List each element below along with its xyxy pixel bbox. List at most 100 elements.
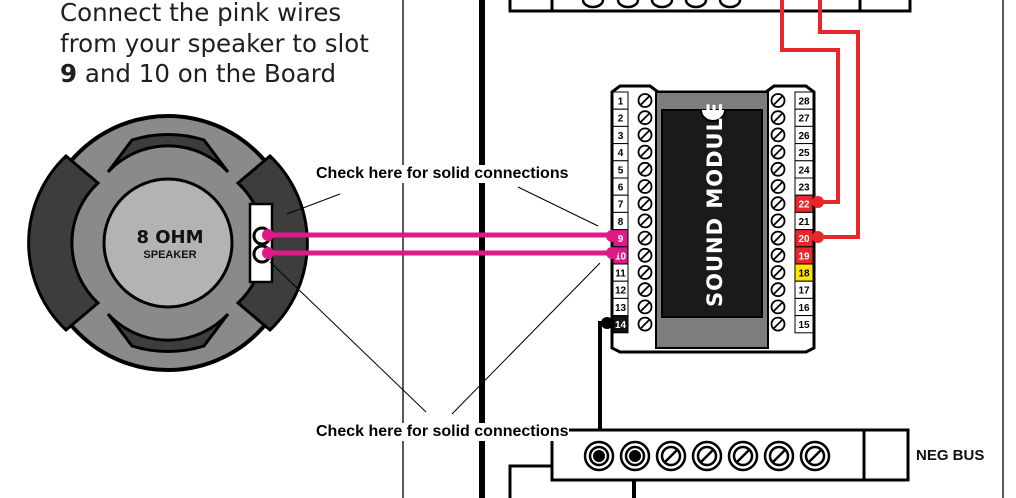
- bus-screw: [763, 440, 795, 472]
- instruction-line-3-rest: and 10 on the Board: [77, 59, 336, 88]
- pin-label: 19: [798, 251, 810, 262]
- screw-terminal: [770, 282, 786, 298]
- pin-2: 2: [612, 108, 629, 127]
- pin-label: 7: [618, 200, 624, 211]
- screw-terminal: [637, 282, 653, 298]
- instruction-line-2: from your speaker to slot: [60, 28, 369, 58]
- pin-label: 18: [798, 269, 810, 280]
- screw-terminal: [770, 127, 786, 143]
- pin-label: 9: [618, 234, 624, 245]
- pin-20-dot: [812, 231, 824, 243]
- pin-23: 23: [794, 177, 814, 196]
- bus-screw: [655, 440, 687, 472]
- instruction-line-3: 9 and 10 on the Board: [60, 59, 400, 90]
- speaker-center: [102, 177, 234, 309]
- screw-terminal: [770, 110, 786, 126]
- pin-label: 8: [618, 217, 624, 228]
- pin-label: 10: [615, 251, 627, 262]
- pin-label: 5: [618, 165, 624, 176]
- speaker-label-type: SPEAKER: [143, 249, 196, 261]
- pin-label: 22: [798, 200, 810, 211]
- pin-5: 5: [612, 160, 629, 179]
- screw-terminal: [637, 127, 653, 143]
- neg-bus: [508, 428, 910, 498]
- pin-label: 15: [798, 320, 810, 331]
- neg-bus-label: NEG BUS: [916, 447, 985, 464]
- module-label: SOUND MODULE: [703, 102, 727, 307]
- pin-13: 13: [612, 297, 629, 317]
- bus-screw: [619, 440, 651, 472]
- callout-lines: [269, 186, 601, 415]
- pin-label: 13: [615, 303, 627, 314]
- screw-terminal: [637, 213, 653, 229]
- pin-25: 25: [794, 143, 814, 162]
- screw-terminal: [637, 299, 653, 315]
- screw-terminal: [637, 110, 653, 126]
- pin-10-dot: [606, 247, 618, 259]
- pin-label: 27: [798, 114, 810, 125]
- screw-terminal: [770, 179, 786, 194]
- pin-label: 14: [615, 320, 627, 331]
- pin-20: 20: [794, 229, 814, 248]
- bus-screw: [727, 440, 759, 472]
- pin-28: 28: [794, 91, 814, 110]
- pin-24: 24: [794, 160, 814, 179]
- instructions: Connect the pink wires from your speaker…: [60, 0, 400, 90]
- speaker: 8 OHM SPEAKER: [27, 114, 309, 372]
- pin-label: 12: [615, 286, 627, 297]
- pin-14-dot: [601, 317, 613, 329]
- chip: [661, 109, 763, 318]
- top-terminal-block: [508, 0, 912, 13]
- pin-label: 2: [618, 114, 624, 125]
- pin-label: 21: [798, 217, 810, 228]
- pin-7: 7: [612, 194, 629, 213]
- pin-3: 3: [612, 125, 629, 145]
- screw-terminal: [637, 316, 653, 332]
- pin-17: 17: [794, 280, 814, 299]
- pin-12: 12: [612, 280, 629, 299]
- pin-label: 4: [618, 148, 624, 159]
- pin-14: 14: [612, 315, 629, 334]
- pin-label: 17: [798, 286, 810, 297]
- speaker-label-ohm: 8 OHM: [136, 227, 203, 248]
- screw-terminal: [770, 230, 786, 246]
- pin-label: 28: [798, 97, 810, 108]
- screw-terminal: [770, 144, 786, 160]
- bus-screw: [691, 440, 723, 472]
- pink-wires: [262, 229, 608, 259]
- screw-terminal: [770, 196, 786, 212]
- pin-4: 4: [612, 143, 629, 162]
- bus-screw: [583, 440, 615, 472]
- pin-label: 26: [798, 131, 810, 142]
- instruction-line-1: Connect the pink wires: [60, 0, 342, 27]
- pin-9-dot: [606, 230, 618, 242]
- screw-terminal: [637, 230, 653, 246]
- pin-label: 1: [618, 97, 624, 108]
- pin-11: 11: [612, 263, 629, 282]
- pin-15: 15: [794, 315, 814, 334]
- pin-label: 16: [798, 303, 810, 314]
- pin-22: 22: [794, 194, 814, 213]
- screw-terminal: [637, 93, 653, 108]
- pin-label: 3: [618, 131, 624, 142]
- pin-21: 21: [794, 211, 814, 231]
- screw-terminal: [637, 144, 653, 160]
- screw-terminal: [770, 213, 786, 229]
- screw-terminal: [637, 179, 653, 194]
- screw-terminal: [770, 247, 786, 263]
- screw-terminal: [770, 299, 786, 315]
- screw-terminal: [637, 247, 653, 263]
- pin-26: 26: [794, 125, 814, 145]
- screw-terminal: [637, 196, 653, 212]
- screw-terminal: [637, 161, 653, 177]
- screw-terminal: [770, 265, 786, 280]
- screw-terminal: [637, 265, 653, 280]
- pin-label: 11: [615, 269, 626, 280]
- pin-label: 20: [798, 234, 810, 245]
- pin-label: 24: [798, 165, 810, 176]
- pin-22-dot: [812, 196, 824, 208]
- screw-terminal: [770, 93, 786, 108]
- pin-16: 16: [794, 297, 814, 317]
- screw-terminal: [770, 316, 786, 332]
- pin-label: 23: [798, 183, 810, 194]
